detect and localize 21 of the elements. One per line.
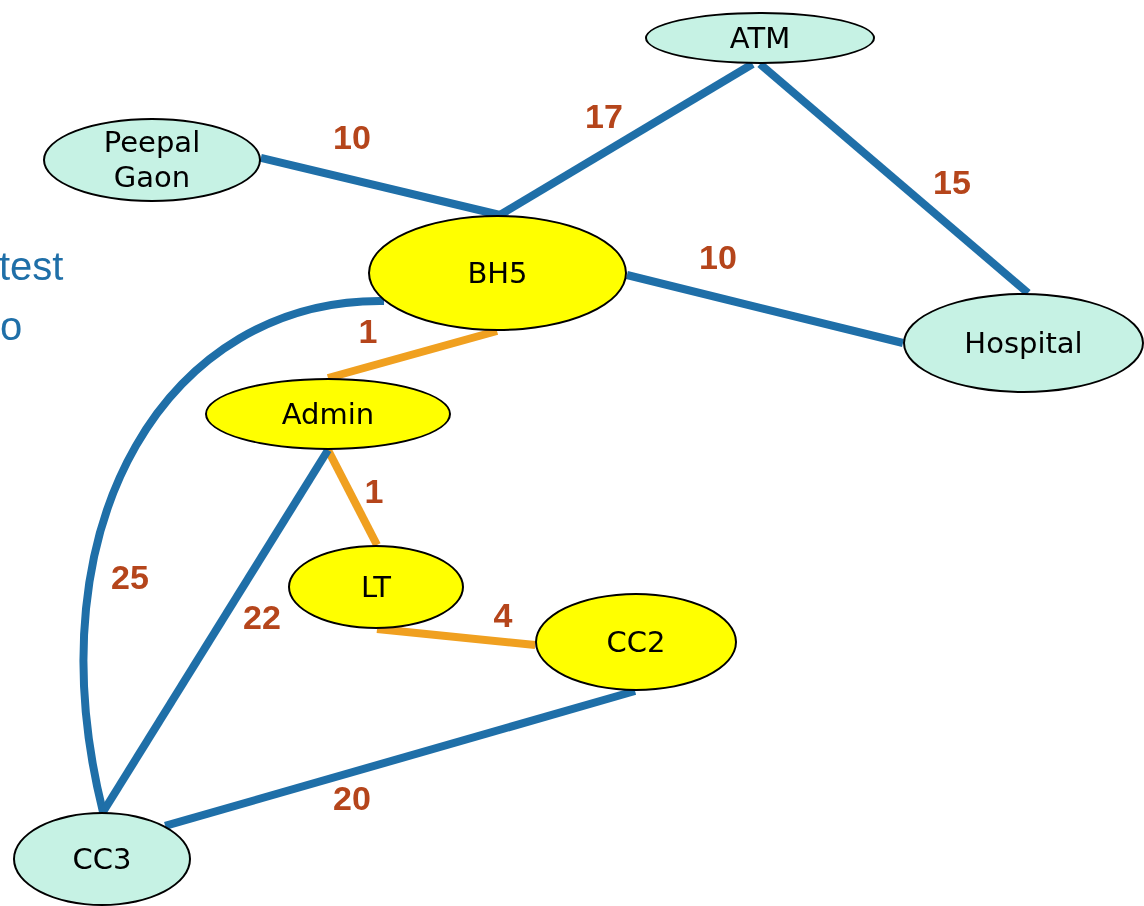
node-label: ATM xyxy=(729,20,791,56)
node-label: BH5 xyxy=(467,255,528,291)
edge-weight: 22 xyxy=(243,597,281,637)
node-label: Admin xyxy=(281,396,375,432)
edge-weight: 20 xyxy=(333,778,371,818)
edge-weight: 10 xyxy=(699,237,737,277)
connector-line xyxy=(79,297,385,813)
node-label: CC3 xyxy=(72,841,132,877)
edge-weight: 1 xyxy=(358,311,378,351)
edge-weight: 17 xyxy=(585,96,623,136)
edge-weight: 1 xyxy=(364,471,384,511)
node-label: Peepal Gaon xyxy=(102,125,202,195)
connector-line xyxy=(625,271,904,347)
node-label: CC2 xyxy=(606,624,666,660)
edge-weight: 10 xyxy=(333,117,371,157)
edge-weight: 15 xyxy=(933,162,971,202)
node-label: LT xyxy=(361,569,391,605)
edge-weight: 4 xyxy=(493,595,513,635)
slide-text: o xyxy=(0,304,23,349)
node-label: Hospital xyxy=(964,325,1083,361)
edge-weight: 25 xyxy=(111,557,149,597)
